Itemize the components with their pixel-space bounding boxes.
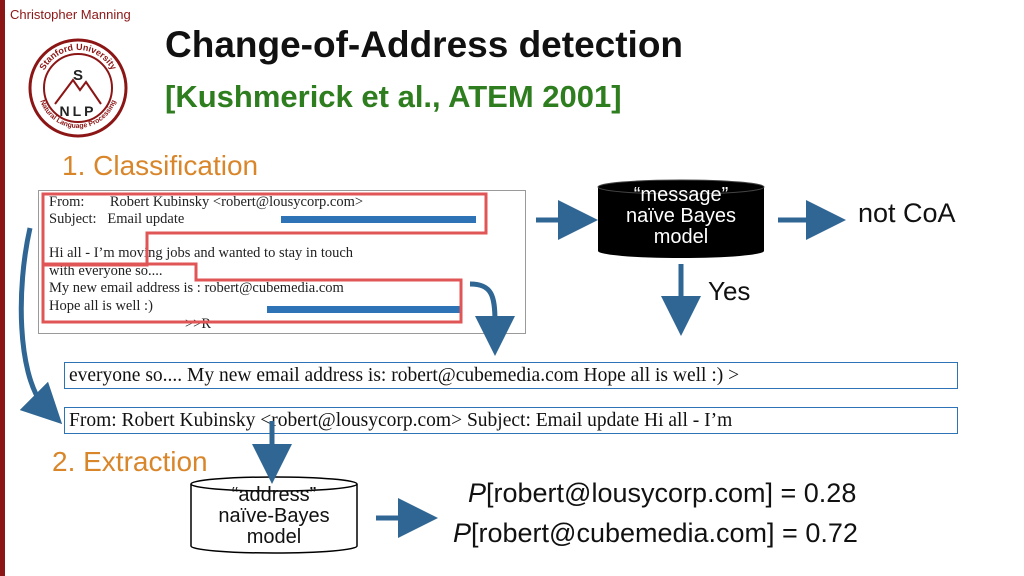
result-cubemedia: P[robert@cubemedia.com] = 0.72	[453, 518, 858, 549]
arrow-email-to-window-cubemedia	[469, 281, 515, 356]
message-model-line-1: “message”	[633, 184, 729, 206]
address-model-line-2: naïve-Bayes	[218, 505, 330, 527]
result-lousycorp: P[robert@lousycorp.com] = 0.28	[468, 478, 856, 509]
step-extraction: 2. Extraction	[52, 446, 208, 477]
highlight-window-cubemedia	[41, 262, 463, 324]
email-body-line-3: My new email address is : robert@cubemed…	[49, 280, 344, 296]
result-probability-symbol: P	[453, 518, 472, 548]
token-window-marker-2	[267, 306, 462, 313]
message-model-line-3: model	[653, 226, 709, 248]
message-model-line-2: naïve Bayes	[625, 205, 737, 227]
email-sign-off: >>R	[185, 316, 212, 332]
step-classification: 1. Classification	[62, 150, 259, 181]
arrow-email-to-window-lousycorp	[18, 227, 63, 425]
slide-title: Change-of-Address detection	[165, 24, 684, 65]
address-model-line-1: “address”	[231, 484, 317, 506]
message-model-label: “message” naïve Bayes model	[598, 185, 764, 248]
result-candidate: [robert@lousycorp.com] = 0.28	[486, 478, 857, 508]
address-model-cylinder	[190, 476, 358, 554]
not-coa-label: not CoA	[858, 198, 956, 228]
address-model-line-3: model	[246, 526, 302, 548]
token-window-lousycorp: From: Robert Kubinsky <robert@lousycorp.…	[64, 407, 958, 434]
yes-label: Yes	[708, 276, 751, 306]
email-body-line-2: with everyone so....	[49, 263, 163, 279]
address-model-label: “address” naïve-Bayes model	[191, 485, 357, 548]
email-subject-line: Subject: Email update	[49, 211, 185, 227]
slide-subtitle: [Kushmerick et al., ATEM 2001]	[165, 79, 622, 114]
stanford-nlp-logo: Stanford University Natural Language Pro…	[28, 38, 128, 138]
token-window-cubemedia: everyone so.... My new email address is:…	[64, 362, 958, 389]
highlight-window-lousycorp	[41, 192, 488, 267]
logo-letter-s: S	[73, 67, 83, 84]
logo-letters-nlp: NLP	[60, 103, 97, 119]
result-candidate: [robert@cubemedia.com] = 0.72	[471, 518, 858, 548]
author-name: Christopher Manning	[10, 7, 131, 22]
email-from-line: From: Robert Kubinsky <robert@lousycorp.…	[49, 194, 364, 210]
email-body-line-4: Hope all is well :)	[49, 298, 153, 314]
email-message: From: Robert Kubinsky <robert@lousycorp.…	[38, 190, 526, 334]
message-model-cylinder	[597, 179, 765, 258]
token-window-marker-1	[281, 216, 476, 223]
result-probability-symbol: P	[468, 478, 487, 508]
email-body-line-1: Hi all - I’m moving jobs and wanted to s…	[49, 245, 354, 261]
left-accent-bar	[0, 0, 5, 576]
